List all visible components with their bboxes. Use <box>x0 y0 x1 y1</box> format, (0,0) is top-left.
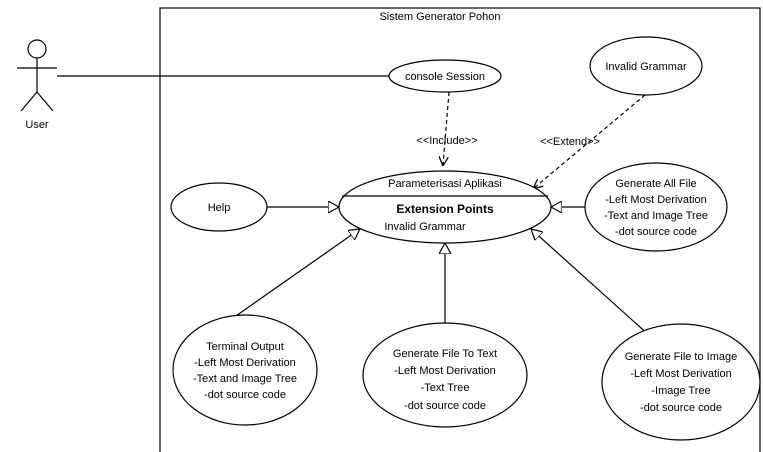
actor-left-leg <box>20 91 38 112</box>
generate-file-to-text-line-2: -Left Most Derivation <box>394 365 495 377</box>
terminal-output-line-3: -Text and Image Tree <box>193 373 297 385</box>
include-label: <<Include>> <box>416 135 477 147</box>
extend-label: <<Extend>> <box>540 136 600 148</box>
use-case-parameterisasi-aplikasi: Parameterisasi Aplikasi Extension Points… <box>338 170 552 244</box>
generate-file-to-image-line-3: -Image Tree <box>651 385 710 397</box>
use-case-generate-all-file: Generate All File -Left Most Derivation … <box>584 162 728 252</box>
generate-all-file-line-3: -Text and Image Tree <box>604 210 708 222</box>
generalization-generate-file-to-image <box>531 229 652 338</box>
generate-all-file-line-4: -dot source code <box>615 226 697 238</box>
include-arrow <box>443 91 450 165</box>
generalization-terminal-output <box>232 229 360 319</box>
actor-label: User <box>25 119 49 131</box>
actor-user: User <box>17 39 57 131</box>
use-case-console-session: console Session <box>388 59 502 93</box>
use-case-generate-file-to-image: Generate File to Image -Left Most Deriva… <box>601 323 761 441</box>
console-session-label: console Session <box>405 71 485 83</box>
use-case-terminal-output: Terminal Output -Left Most Derivation -T… <box>172 314 318 426</box>
generate-file-to-image-line-1: Generate File to Image <box>625 351 738 363</box>
actor-right-leg <box>36 91 54 112</box>
generate-file-to-text-line-4: -dot source code <box>404 400 486 412</box>
extend-arrow <box>534 94 646 188</box>
system-title: Sistem Generator Pohon <box>379 11 500 23</box>
generate-all-file-line-2: -Left Most Derivation <box>605 194 706 206</box>
parameterisasi-label: Parameterisasi Aplikasi <box>388 178 502 190</box>
use-case-generate-file-to-text: Generate File To Text -Left Most Derivat… <box>362 322 528 428</box>
terminal-output-line-1: Terminal Output <box>206 341 284 353</box>
help-label: Help <box>208 202 231 214</box>
extension-points-title: Extension Points <box>396 202 494 216</box>
invalid-grammar-label: Invalid Grammar <box>605 61 687 73</box>
generate-file-to-text-line-1: Generate File To Text <box>393 348 497 360</box>
use-case-invalid-grammar: Invalid Grammar <box>589 36 703 96</box>
use-case-help: Help <box>170 182 268 232</box>
extension-point-item: Invalid Grammar <box>384 221 466 233</box>
terminal-output-line-4: -dot source code <box>204 389 286 401</box>
terminal-output-line-2: -Left Most Derivation <box>194 357 295 369</box>
generate-file-to-image-line-4: -dot source code <box>640 402 722 414</box>
generate-file-to-image-line-2: -Left Most Derivation <box>630 368 731 380</box>
actor-head <box>27 39 47 59</box>
generate-all-file-line-1: Generate All File <box>615 178 696 190</box>
generate-file-to-text-line-3: -Text Tree <box>421 382 470 394</box>
system-boundary: Sistem Generator Pohon <box>159 7 761 452</box>
